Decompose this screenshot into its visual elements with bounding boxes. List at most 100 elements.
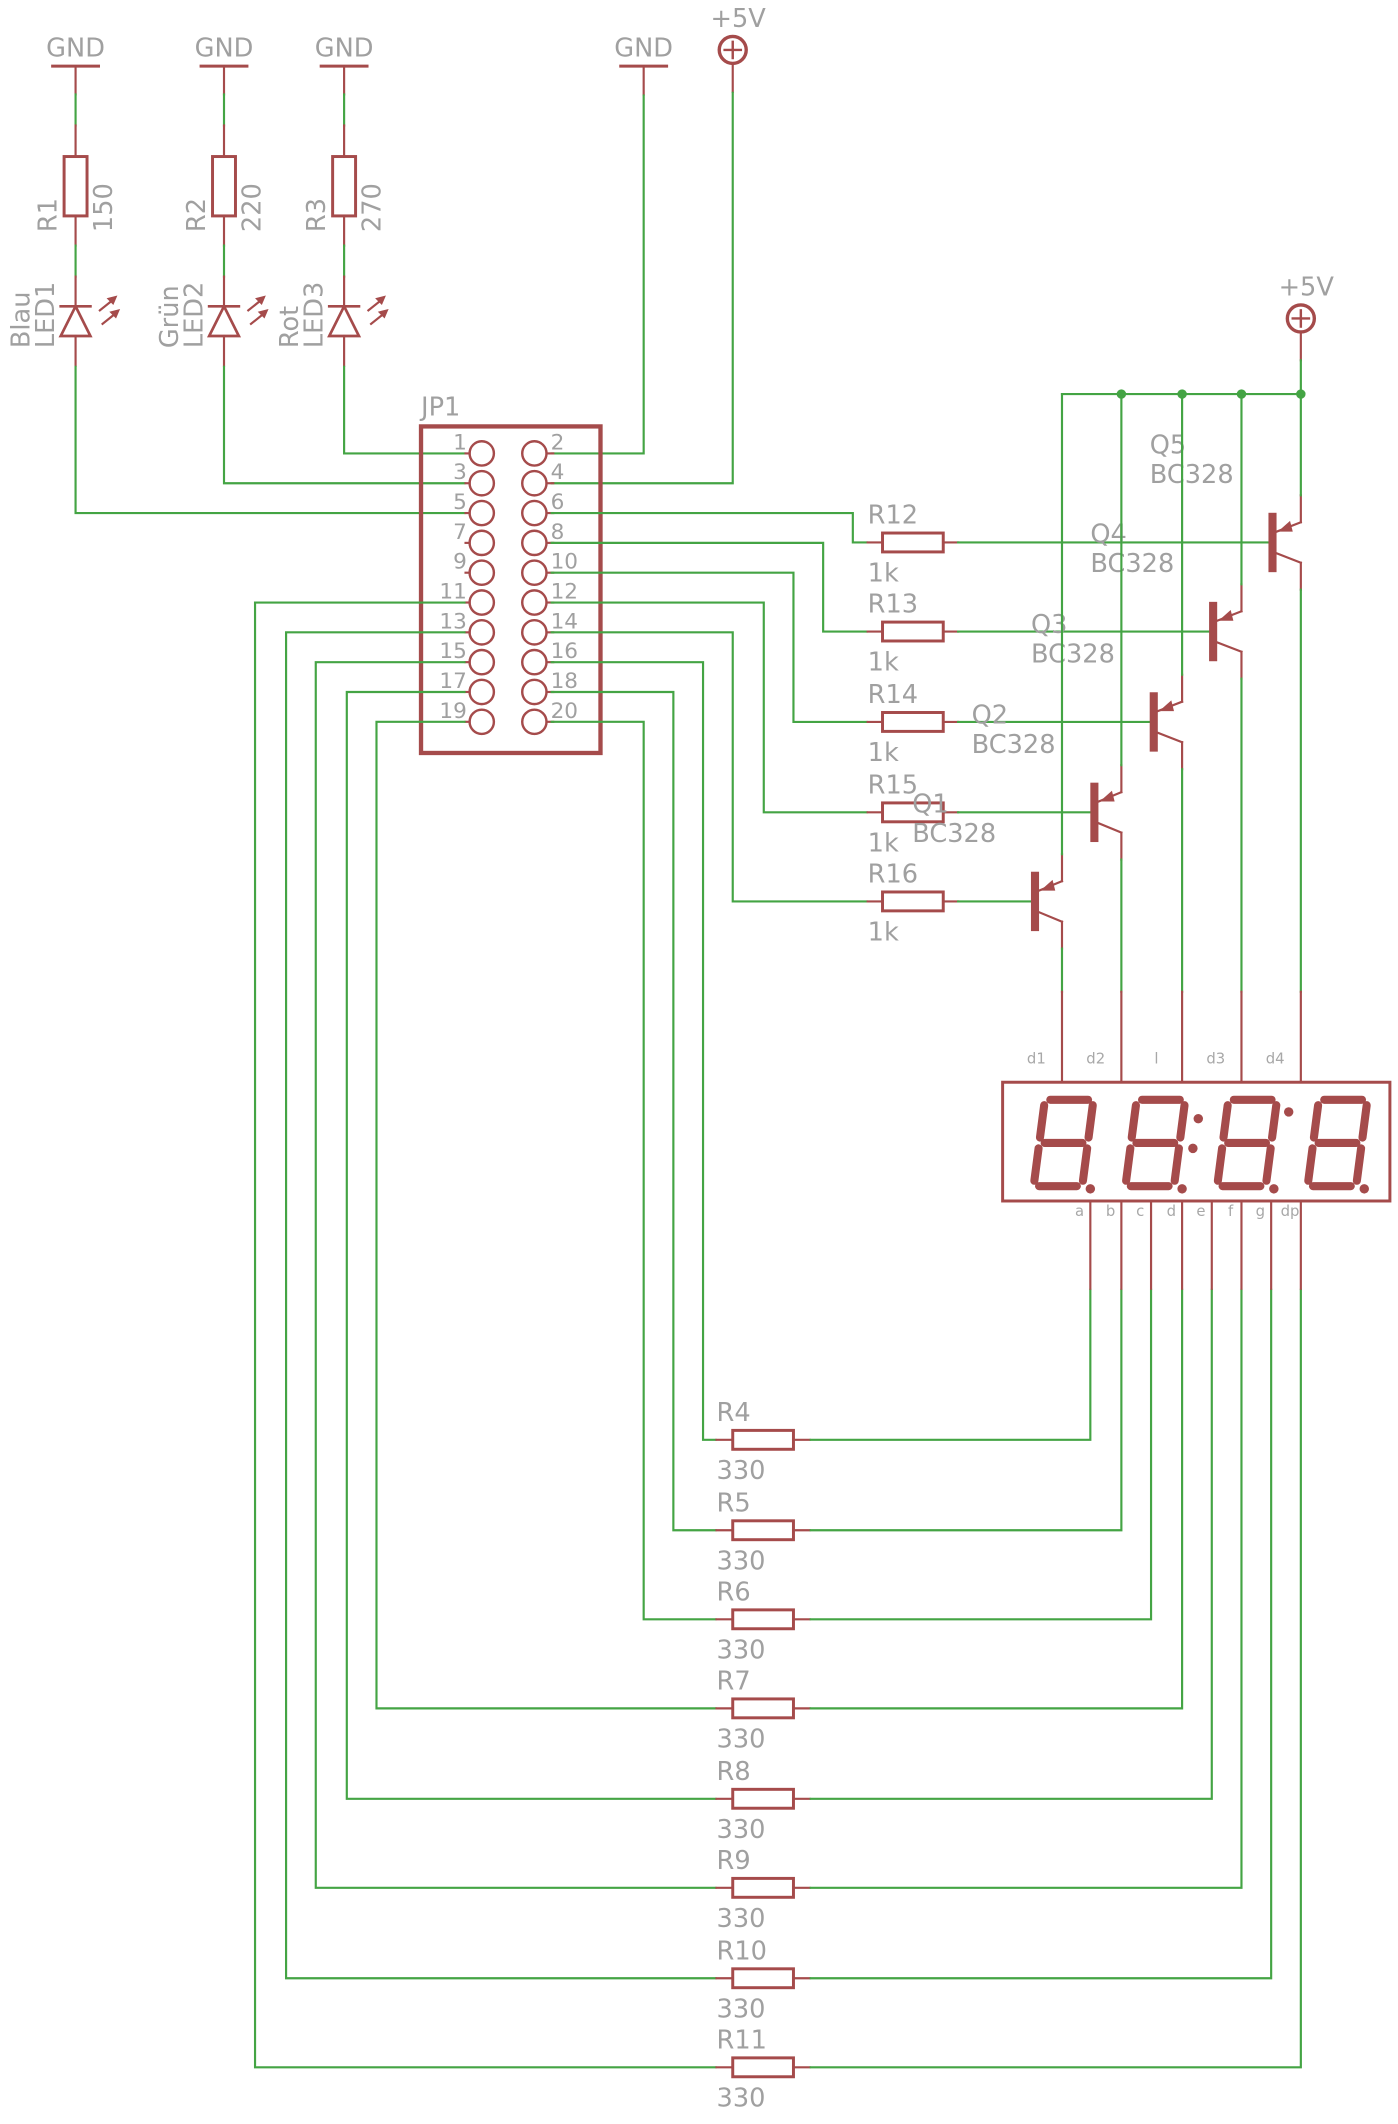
transistor-Q5-base-bar bbox=[1268, 512, 1277, 573]
digit-4-segment bbox=[1304, 1144, 1317, 1185]
pin-3 bbox=[468, 469, 496, 497]
resistor-R10 bbox=[731, 1967, 795, 1990]
resistor-name: R10 bbox=[717, 1936, 767, 1966]
decimal-point bbox=[1085, 1184, 1096, 1194]
gnd-label: GND bbox=[195, 34, 254, 64]
resistor-R14 bbox=[881, 711, 945, 733]
digit-3-segment bbox=[1213, 1144, 1227, 1185]
pin-13 bbox=[468, 618, 496, 646]
resistor-name: R3 bbox=[302, 198, 332, 232]
pin-1 bbox=[468, 440, 496, 467]
segment-pin-label: d bbox=[1167, 1203, 1176, 1220]
pin-14 bbox=[521, 618, 548, 646]
pin-number: 14 bbox=[551, 609, 578, 634]
pin-11 bbox=[468, 589, 496, 616]
pin-15 bbox=[468, 648, 496, 676]
pin-20 bbox=[521, 708, 548, 736]
wire bbox=[809, 1288, 1184, 1710]
pin-number: 19 bbox=[439, 699, 466, 724]
wire bbox=[809, 1288, 1302, 2069]
resistor-name: R1 bbox=[34, 198, 64, 232]
arrowhead-icon bbox=[106, 295, 118, 305]
pin-number: 13 bbox=[439, 609, 466, 634]
wire bbox=[809, 1288, 1092, 1441]
pin-18 bbox=[521, 678, 548, 706]
pin-number: 6 bbox=[551, 490, 565, 515]
transistor-name: Q5 bbox=[1150, 430, 1186, 460]
resistor-R16 bbox=[881, 890, 945, 913]
digit-pin-label: d1 bbox=[1027, 1050, 1046, 1067]
resistor-name: R13 bbox=[868, 590, 918, 620]
resistor-R3 bbox=[331, 155, 358, 218]
pin-10 bbox=[521, 559, 548, 587]
junction-dot bbox=[1177, 389, 1187, 399]
digit-2-segment bbox=[1127, 1101, 1140, 1142]
digit-pin-label: d3 bbox=[1206, 1050, 1225, 1067]
digit-2-segment bbox=[1176, 1101, 1189, 1142]
pin-number: 9 bbox=[453, 550, 467, 575]
resistor-name: R6 bbox=[717, 1577, 751, 1607]
wire bbox=[550, 511, 868, 544]
gnd-label: GND bbox=[46, 34, 105, 64]
resistor-R5 bbox=[731, 1519, 795, 1542]
gnd-label: GND bbox=[614, 34, 673, 64]
decimal-point bbox=[1177, 1184, 1187, 1194]
emitter-arrow-icon bbox=[1277, 520, 1293, 532]
emitter-arrow-icon bbox=[1099, 790, 1115, 802]
pin-number: 8 bbox=[551, 520, 565, 545]
transistor-Q2-base-bar bbox=[1090, 782, 1099, 843]
pin-number: 16 bbox=[551, 639, 578, 664]
collector-lead bbox=[1215, 640, 1243, 654]
resistor-R11 bbox=[731, 2056, 795, 2079]
wire bbox=[345, 690, 717, 1800]
resistor-name: R9 bbox=[717, 1846, 751, 1876]
wire-gnd bbox=[550, 94, 645, 455]
wire bbox=[253, 601, 717, 2069]
segment-pin-label: g bbox=[1256, 1203, 1265, 1220]
resistor-R8 bbox=[731, 1787, 795, 1810]
resistor-value: 330 bbox=[717, 1635, 766, 1665]
pin-number: 18 bbox=[551, 669, 578, 694]
wire bbox=[550, 541, 868, 633]
decimal-point bbox=[1269, 1184, 1279, 1194]
wire bbox=[375, 720, 717, 1710]
wire bbox=[284, 631, 717, 1980]
transistor-name: Q1 bbox=[912, 789, 948, 819]
resistor-value: 270 bbox=[358, 183, 388, 232]
pin-number: 15 bbox=[439, 639, 466, 664]
led-LED3-icon bbox=[327, 303, 362, 338]
wire bbox=[222, 365, 466, 485]
segment-pin-label: a bbox=[1075, 1203, 1084, 1220]
resistor-R1 bbox=[62, 155, 89, 218]
resistor-value: 1k bbox=[868, 648, 899, 678]
resistor-R4 bbox=[731, 1428, 795, 1451]
arrowhead-icon bbox=[255, 295, 266, 305]
vcc-symbol-label: +5V bbox=[1279, 273, 1335, 303]
led-name: LED1 bbox=[31, 282, 61, 349]
colon-dot bbox=[1193, 1113, 1204, 1124]
pin-number: 5 bbox=[453, 490, 467, 515]
pin-9 bbox=[468, 559, 496, 587]
resistor-name: R12 bbox=[868, 501, 918, 531]
digit-1-segment bbox=[1030, 1144, 1043, 1185]
pin-6 bbox=[521, 499, 548, 527]
wire bbox=[550, 601, 868, 814]
junction-dot bbox=[1236, 389, 1247, 399]
resistor-name: R2 bbox=[182, 198, 212, 232]
resistor-value: 330 bbox=[717, 1994, 766, 2024]
segment-pin-label: c bbox=[1136, 1203, 1144, 1220]
resistor-value: 330 bbox=[717, 1546, 766, 1576]
pin-number: 1 bbox=[453, 430, 467, 455]
resistor-name: R4 bbox=[717, 1398, 751, 1428]
pin-number: 7 bbox=[453, 520, 467, 545]
emitter-arrow-icon bbox=[1159, 700, 1174, 712]
digit-pin-label: d4 bbox=[1266, 1050, 1285, 1067]
arrowhead-icon bbox=[377, 309, 389, 319]
wire bbox=[550, 720, 717, 1621]
arrowhead-icon bbox=[375, 295, 386, 305]
resistor-value: 1k bbox=[868, 918, 899, 948]
resistor-value: 1k bbox=[868, 828, 899, 858]
collector-lead bbox=[1156, 731, 1184, 744]
transistor-Q3-base-bar bbox=[1149, 692, 1158, 752]
